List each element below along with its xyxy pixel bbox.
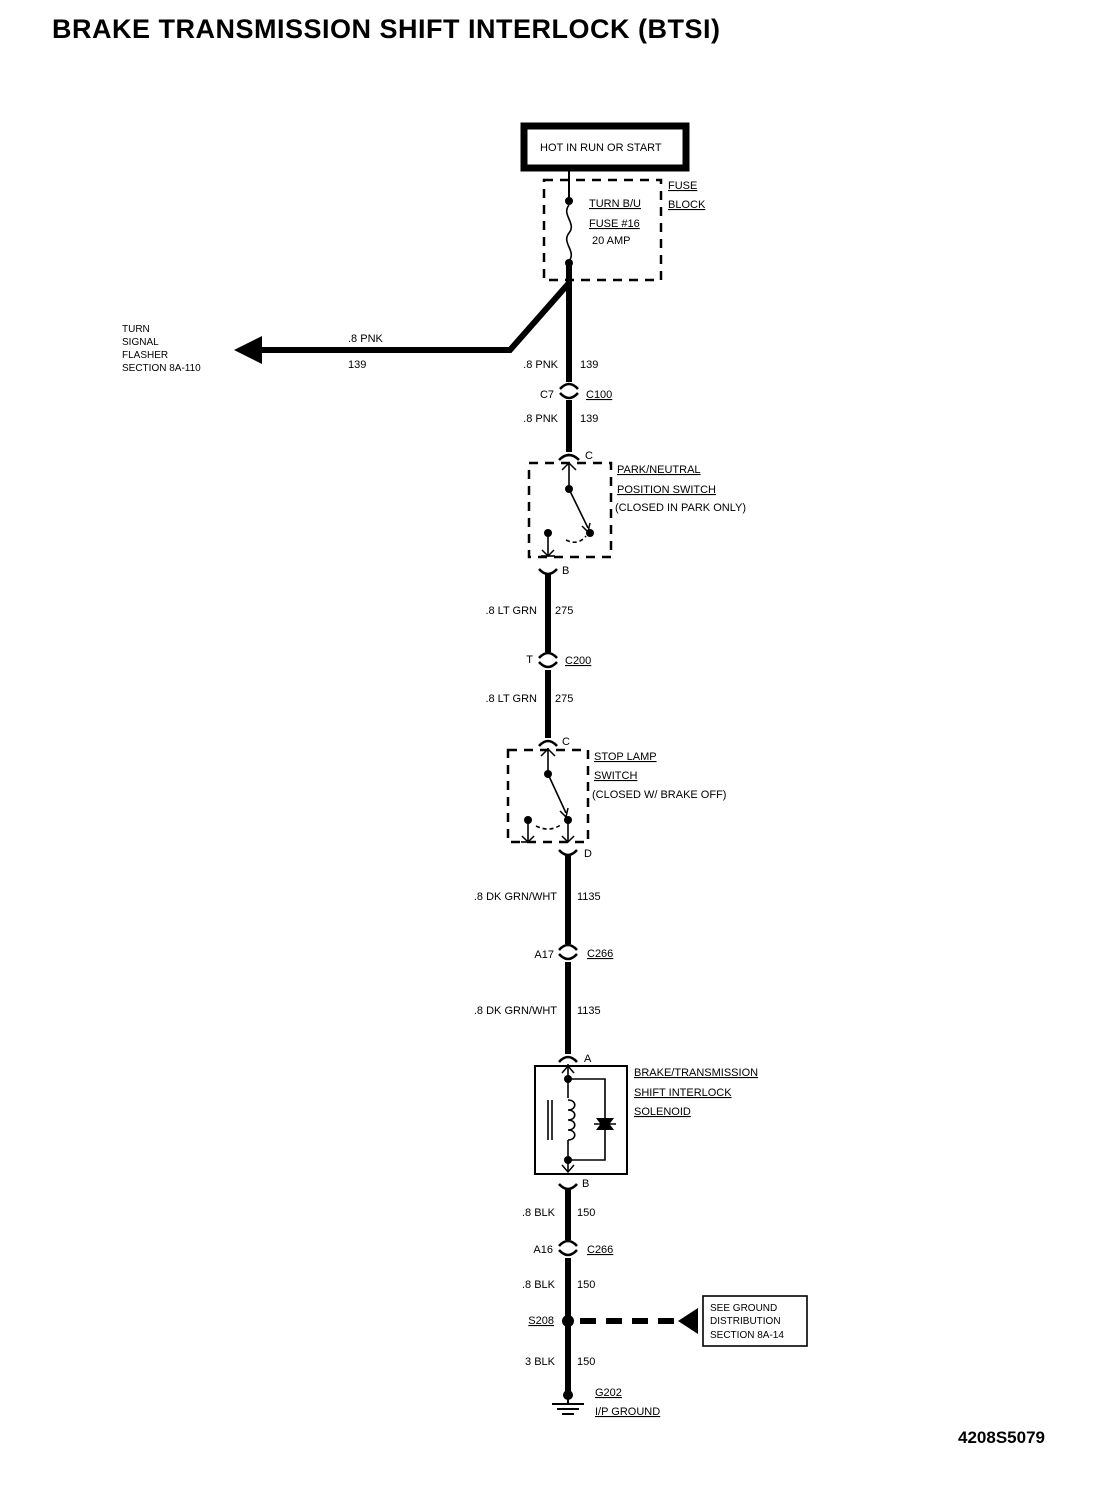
connector-c266-a17: A17 C266	[534, 943, 613, 961]
wire1-circuit: 139	[580, 359, 598, 371]
wire6-color: .8 DK GRN/WHT	[474, 1005, 557, 1017]
arrow-left-icon	[234, 336, 262, 364]
solenoid-pin-in: A	[584, 1053, 592, 1065]
solenoid-pin-out: B	[582, 1178, 589, 1190]
ground-ref-1: SEE GROUND	[710, 1303, 777, 1314]
ground-ref-2: DISTRIBUTION	[710, 1316, 781, 1327]
wire2-color: .8 PNK	[523, 413, 559, 425]
wire4-color: .8 LT GRN	[485, 693, 537, 705]
stop-pin-in: C	[562, 736, 570, 748]
c100-pin: C7	[540, 389, 554, 401]
ground-name: G202	[595, 1387, 622, 1399]
wire8-circuit: 150	[577, 1279, 595, 1291]
wire4-circuit: 275	[555, 693, 573, 705]
wire5-circuit: 1135	[577, 891, 601, 903]
splice-name: S208	[528, 1315, 554, 1327]
coil-icon	[567, 1099, 576, 1141]
fuse-block-label-1: FUSE	[668, 180, 697, 192]
ground-ref-3: SECTION 8A-14	[710, 1330, 784, 1341]
branch-dest-4: SECTION 8A-110	[122, 363, 201, 374]
branch-wire-color: .8 PNK	[348, 333, 384, 345]
ground-g202: G202 I/P GROUND	[552, 1387, 660, 1418]
wire3-color: .8 LT GRN	[485, 605, 537, 617]
ground-desc: I/P GROUND	[595, 1406, 660, 1418]
wire5-color: .8 DK GRN/WHT	[474, 891, 557, 903]
fuse-rating-label: 20 AMP	[592, 235, 631, 247]
branch-dest-1: TURN	[122, 324, 150, 335]
c200-pin: T	[526, 654, 533, 666]
stop-label-3: (CLOSED W/ BRAKE OFF)	[592, 789, 726, 801]
pn-label-1: PARK/NEUTRAL	[617, 464, 701, 476]
c100-name: C100	[586, 389, 612, 401]
c266b-name: C266	[587, 1244, 613, 1256]
connector-c266-a16: A16 C266	[533, 1239, 613, 1257]
fuse-block: TURN B/U FUSE #16 20 AMP FUSE BLOCK	[542, 168, 706, 282]
connector-c100: C7 C100	[540, 382, 612, 401]
c266b-pin: A16	[533, 1244, 553, 1256]
drawing-number: 4208S5079	[958, 1428, 1045, 1447]
branch-dest-2: SIGNAL	[122, 337, 159, 348]
wire2-circuit: 139	[580, 413, 598, 425]
fuse-name-label: TURN B/U	[589, 198, 641, 210]
power-source-label: HOT IN RUN OR START	[540, 142, 662, 154]
pn-pin-in: C	[585, 450, 593, 462]
wire9-color: 3 BLK	[525, 1356, 556, 1368]
stop-label-2: SWITCH	[594, 770, 637, 782]
power-source-box: HOT IN RUN OR START	[520, 122, 690, 172]
splice-s208: S208 SEE GROUND DISTRIBUTION SECTION 8A-…	[528, 1295, 808, 1347]
c200-name: C200	[565, 655, 591, 667]
solenoid-label-2: SHIFT INTERLOCK	[634, 1087, 732, 1099]
stop-lamp-switch: C D STOP LAMP SWITCH (CLOSED W/ BRAKE OF…	[506, 736, 726, 860]
connector-c200: T C200	[526, 651, 591, 669]
wire7-color: .8 BLK	[522, 1207, 556, 1219]
wire9-circuit: 150	[577, 1356, 595, 1368]
stop-label-1: STOP LAMP	[594, 751, 657, 763]
branch-wire-circuit: 139	[348, 359, 366, 371]
pn-label-3: (CLOSED IN PARK ONLY)	[615, 502, 746, 514]
pn-label-2: POSITION SWITCH	[617, 484, 716, 496]
arrow-left-icon	[678, 1308, 698, 1334]
c266a-name: C266	[587, 948, 613, 960]
wire-139-branch	[255, 281, 572, 353]
fuse-number-label: FUSE #16	[589, 218, 640, 230]
btsi-solenoid: A B BRAKE/TRANSMISSION SHIFT INTERLOCK S…	[534, 1053, 758, 1191]
pn-pin-out: B	[562, 565, 569, 577]
c266a-pin: A17	[534, 949, 554, 961]
ground-ref-box	[702, 1295, 808, 1347]
fuse-icon	[565, 204, 573, 262]
branch-dest-3: FLASHER	[122, 350, 168, 361]
page-title: BRAKE TRANSMISSION SHIFT INTERLOCK (BTSI…	[52, 14, 721, 44]
solenoid-label-3: SOLENOID	[634, 1106, 691, 1118]
wire3-circuit: 275	[555, 605, 573, 617]
wire1-color: .8 PNK	[523, 359, 559, 371]
park-neutral-switch: C B PARK/NEUTRAL POSITION SWITCH (CLOSED…	[527, 450, 746, 577]
wire8-color: .8 BLK	[522, 1279, 556, 1291]
solenoid-label-1: BRAKE/TRANSMISSION	[634, 1067, 758, 1079]
stop-pin-out: D	[584, 848, 592, 860]
wire7-circuit: 150	[577, 1207, 595, 1219]
fuse-block-label-2: BLOCK	[668, 199, 706, 211]
wire6-circuit: 1135	[577, 1005, 601, 1017]
